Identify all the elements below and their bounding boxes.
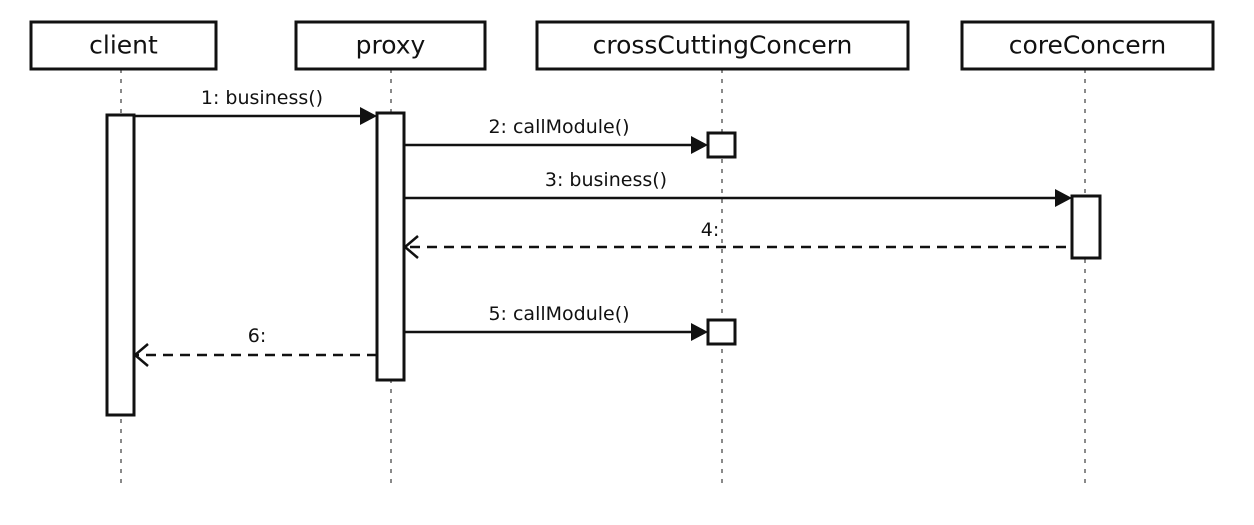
message-label-2: 2: callModule(): [488, 116, 629, 138]
message-label-4: 4:: [701, 219, 720, 241]
activation-bar-crossCuttingConcern-4: [706, 318, 737, 346]
participant-heads-layer: client proxy crossCuttingConcern coreConcer…: [29, 20, 1215, 71]
message-label-1: 1: business(): [201, 87, 323, 109]
participant-box-coreConcern[interactable]: [960, 20, 1215, 71]
messages-layer: [122, 107, 1100, 367]
participant-label-client: client: [89, 31, 158, 60]
message-label-3: 3: business(): [545, 169, 667, 191]
participant-label-proxy: proxy: [356, 31, 426, 60]
participant-box-client[interactable]: [29, 20, 218, 71]
arrowhead-filled-1: [360, 107, 377, 125]
participant-box-proxy[interactable]: [294, 20, 487, 71]
arrowhead-filled-2: [691, 136, 708, 154]
participant-label-crossCuttingConcern: crossCuttingConcern: [593, 31, 853, 60]
activation-bar-crossCuttingConcern-2: [706, 131, 737, 159]
arrowhead-filled-3: [1055, 189, 1072, 207]
message-labels-layer: 1: business() 2: callModule() 3: business(…: [201, 87, 719, 347]
arrowhead-filled-5: [691, 323, 708, 341]
activations-layer: [105, 111, 1102, 417]
activation-bar-client-0: [105, 113, 136, 417]
activation-bar-proxy-1: [375, 111, 406, 382]
participant-label-coreConcern: coreConcern: [1009, 31, 1167, 60]
participant-box-crossCuttingConcern[interactable]: [535, 20, 910, 71]
message-label-5: 5: callModule(): [488, 303, 629, 325]
message-label-6: 6:: [248, 325, 267, 347]
activation-bar-coreConcern-3: [1070, 194, 1102, 260]
